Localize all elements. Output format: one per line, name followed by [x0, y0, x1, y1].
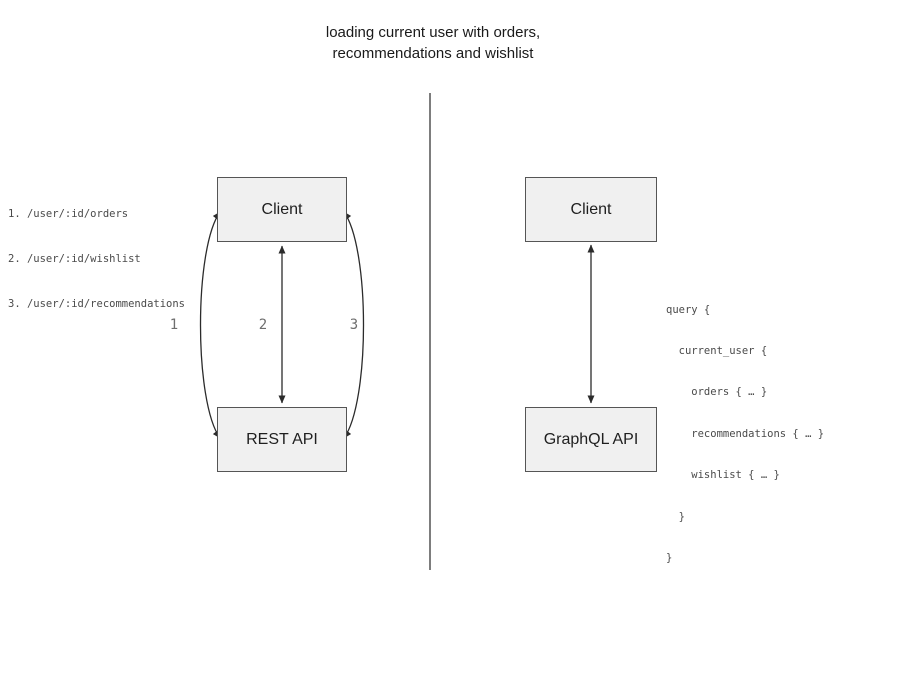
query-line-orders: orders { … }: [666, 386, 768, 399]
graphql-api-node: GraphQL API: [525, 407, 657, 472]
query-line-close-inner: }: [666, 510, 685, 523]
diagram-title-line2: recommendations and wishlist: [332, 45, 534, 62]
query-line-wishlist: wishlist { … }: [666, 469, 780, 482]
rest-endpoint-wishlist: 2. /user/:id/wishlist: [8, 253, 141, 265]
panel-divider: [429, 93, 431, 570]
query-line-close-outer: }: [666, 551, 673, 564]
diagram-title: loading current user with orders, recomm…: [233, 22, 633, 64]
rest-endpoint-list: 1. /user/:id/orders 2. /user/:id/wishlis…: [8, 177, 185, 342]
graphql-client-node: Client: [525, 177, 657, 242]
query-line-recommendations: recommendations { … }: [666, 427, 825, 440]
rest-arrow-1: [199, 211, 221, 439]
graphql-client-label: Client: [570, 200, 612, 218]
query-line-current-user: current_user {: [666, 344, 768, 357]
query-line-open: query {: [666, 303, 711, 316]
diagram-title-line1: loading current user with orders,: [325, 24, 541, 41]
graphql-query-snippet: query { current_user { orders { … } reco…: [666, 276, 824, 593]
rest-api-label: REST API: [246, 430, 318, 448]
rest-client-label: Client: [261, 200, 303, 218]
rest-endpoint-orders: 1. /user/:id/orders: [8, 208, 129, 220]
arrow-label-2: 2: [258, 317, 268, 333]
graphql-api-label: GraphQL API: [543, 430, 639, 448]
rest-endpoint-recommendations: 3. /user/:id/recommendations: [8, 298, 186, 310]
rest-api-node: REST API: [217, 407, 347, 472]
arrow-label-1: 1: [169, 317, 179, 333]
arrow-label-3: 3: [349, 317, 359, 333]
rest-client-node: Client: [217, 177, 347, 242]
